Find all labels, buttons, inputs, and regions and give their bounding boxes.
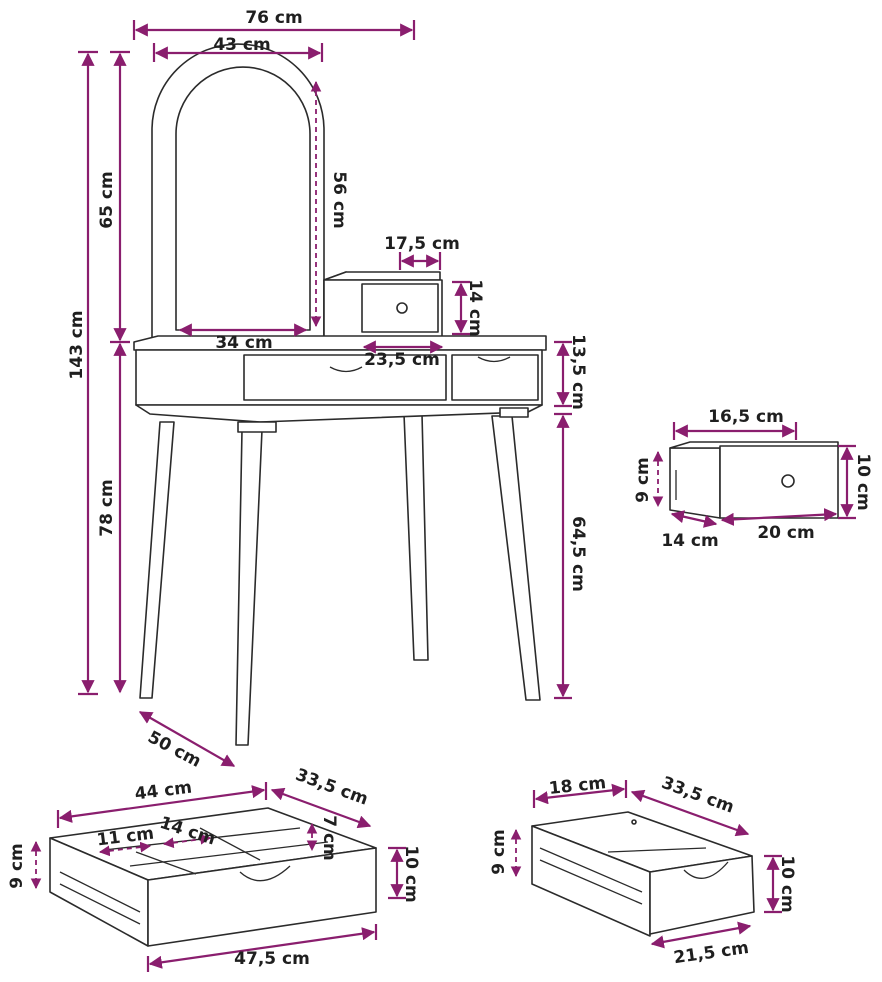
large-drawer-detail: 44 cm 33,5 cm 11 cm 14 cm 7 cm 9 cm 10 c…	[7, 765, 421, 972]
leg-back-middle	[403, 413, 429, 661]
dim-line-sd-depth	[670, 510, 718, 528]
small-drawer-side	[669, 447, 721, 519]
dim-line-ld-depth	[270, 787, 372, 829]
leg-block-right	[499, 407, 529, 418]
label-small-drawer-width: 17,5 cm	[384, 234, 460, 254]
label-total-width: 76 cm	[245, 8, 302, 28]
small-drawer-front	[719, 445, 839, 519]
right-drawer-front	[649, 855, 755, 935]
top-drawer-box-top	[323, 271, 441, 281]
label-ld-compartment-height: 7 cm	[319, 815, 339, 861]
label-sd-height-inner: 9 cm	[633, 457, 653, 503]
vanity-table	[133, 43, 547, 746]
label-sd-height-outer: 10 cm	[853, 453, 873, 510]
main-labels: 76 cm 43 cm 34 cm 143 cm 65 cm 78 cm 56 …	[67, 8, 588, 772]
dim-line-ld-front-width	[148, 927, 376, 969]
label-depth: 50 cm	[144, 727, 204, 772]
label-sd-front-width: 20 cm	[757, 523, 814, 543]
bottom-rail	[135, 404, 543, 423]
label-rd-inner-width: 18 cm	[548, 773, 607, 799]
label-mirror-width: 43 cm	[213, 35, 270, 55]
label-ld-height-outer: 10 cm	[401, 845, 421, 902]
round-knob-icon	[781, 474, 795, 488]
label-total-height: 143 cm	[67, 310, 87, 379]
mirror-glass	[175, 66, 311, 331]
label-rd-depth: 33,5 cm	[659, 773, 737, 818]
label-rd-height-inner: 9 cm	[489, 829, 509, 875]
round-knob-icon	[396, 302, 408, 314]
label-rd-height-outer: 10 cm	[777, 855, 797, 912]
right-drawer-side	[531, 825, 651, 937]
leg-front-middle	[235, 429, 263, 746]
label-sd-depth: 14 cm	[661, 531, 718, 551]
large-drawer-front	[147, 847, 377, 947]
dim-line-ld-inner-width	[58, 785, 266, 823]
label-mirror-height: 65 cm	[97, 171, 117, 228]
label-apron-height: 13,5 cm	[568, 334, 588, 410]
drawer-front-right	[451, 354, 539, 401]
leg-back-right	[491, 415, 541, 701]
drawer-front-left	[243, 354, 447, 401]
leg-block-left	[237, 421, 277, 433]
label-ld-height-inner: 9 cm	[7, 843, 27, 889]
drawer-pull-left	[329, 366, 363, 373]
dim-line-rd-front-width	[650, 921, 752, 949]
label-right-drawer-width: 23,5 cm	[364, 350, 440, 370]
dim-line-rd-inner-width	[534, 783, 626, 805]
right-drawer-detail: 18 cm 33,5 cm 9 cm 10 cm 21,5 cm	[489, 773, 797, 968]
dim-line-rd-depth	[630, 789, 750, 837]
leg-front-left	[139, 421, 175, 699]
large-drawer-cutout	[239, 865, 291, 882]
label-small-drawer-height: 14 cm	[465, 279, 485, 336]
label-rd-front-width: 21,5 cm	[672, 938, 750, 968]
label-ld-front-width: 47,5 cm	[234, 949, 310, 969]
dim-line-ld-compartment-b	[162, 833, 212, 849]
label-leg-height: 64,5 cm	[568, 516, 588, 592]
label-sd-top-width: 16,5 cm	[708, 407, 784, 427]
small-drawer-detail: 16,5 cm 9 cm 10 cm 14 cm 20 cm	[633, 407, 873, 551]
right-drawer-cutout	[683, 861, 729, 879]
table-top	[133, 335, 547, 351]
drawer-pull-right	[477, 356, 511, 363]
dim-line-depth	[138, 711, 236, 767]
main-dimensions	[78, 20, 572, 767]
label-mirror-inner-width: 34 cm	[215, 333, 272, 353]
dim-line-sd-front-width	[720, 508, 838, 526]
label-table-height: 78 cm	[97, 479, 117, 536]
label-mirror-inner-height: 56 cm	[329, 171, 349, 228]
